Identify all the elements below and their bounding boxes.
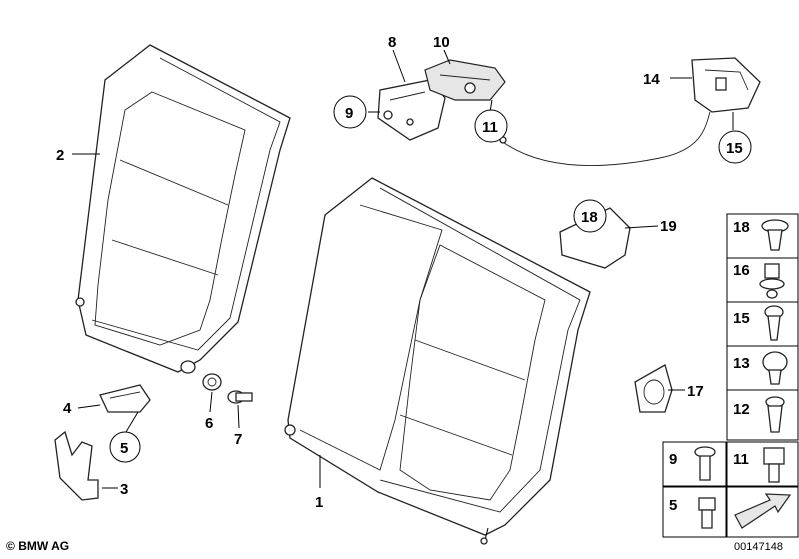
copyright-icon: © xyxy=(6,539,15,553)
brand-text: BMW AG xyxy=(18,539,70,553)
callout-11: 11 xyxy=(482,119,498,136)
callout-7: 7 xyxy=(234,431,242,448)
leader-lines xyxy=(72,49,734,489)
release-handle-14 xyxy=(691,57,761,113)
callout-6: 6 xyxy=(205,415,213,432)
legend-11: 11 xyxy=(733,451,749,468)
seat-back-left xyxy=(75,44,291,374)
callout-1: 1 xyxy=(315,494,323,511)
callout-18-circle xyxy=(573,199,607,233)
callout-9: 9 xyxy=(345,105,353,122)
legend-9: 9 xyxy=(669,451,677,468)
legend-18: 18 xyxy=(733,219,750,236)
callout-5: 5 xyxy=(120,440,128,457)
callout-3: 3 xyxy=(120,481,128,498)
callout-15: 15 xyxy=(726,140,743,157)
legend-bottom xyxy=(662,441,799,538)
callout-4: 4 xyxy=(63,400,72,417)
hook-3 xyxy=(54,430,99,501)
release-cable xyxy=(499,111,711,166)
legend-15: 15 xyxy=(733,310,750,327)
seat-back-main xyxy=(284,177,591,545)
bracket-8 xyxy=(377,79,446,141)
trim-17 xyxy=(634,364,673,413)
brand-label: © BMW AG xyxy=(6,539,69,553)
callout-5-circle xyxy=(109,431,141,463)
legend-13: 13 xyxy=(733,355,750,372)
callout-19: 19 xyxy=(660,218,677,235)
legend-right xyxy=(726,213,799,441)
callouts: 2 1 3 4 5 6 7 8 9 10 11 14 15 18 19 17 1… xyxy=(56,34,752,514)
legend-16: 16 xyxy=(733,262,750,279)
pin-7 xyxy=(227,390,253,404)
callout-10: 10 xyxy=(433,34,450,51)
callout-2: 2 xyxy=(56,147,64,164)
legend-5: 5 xyxy=(669,497,677,514)
lock-10 xyxy=(424,59,506,101)
bracket-4 xyxy=(99,384,151,413)
grommet-6 xyxy=(202,373,222,391)
callout-17: 17 xyxy=(687,383,704,400)
callout-8: 8 xyxy=(388,34,396,51)
callout-14: 14 xyxy=(643,71,660,88)
callout-15-circle xyxy=(718,130,752,164)
document-number: 00147148 xyxy=(734,541,783,553)
callout-18: 18 xyxy=(581,209,598,226)
legend-12: 12 xyxy=(733,401,750,418)
callout-9-circle xyxy=(333,95,367,129)
callout-11-circle xyxy=(474,109,508,143)
